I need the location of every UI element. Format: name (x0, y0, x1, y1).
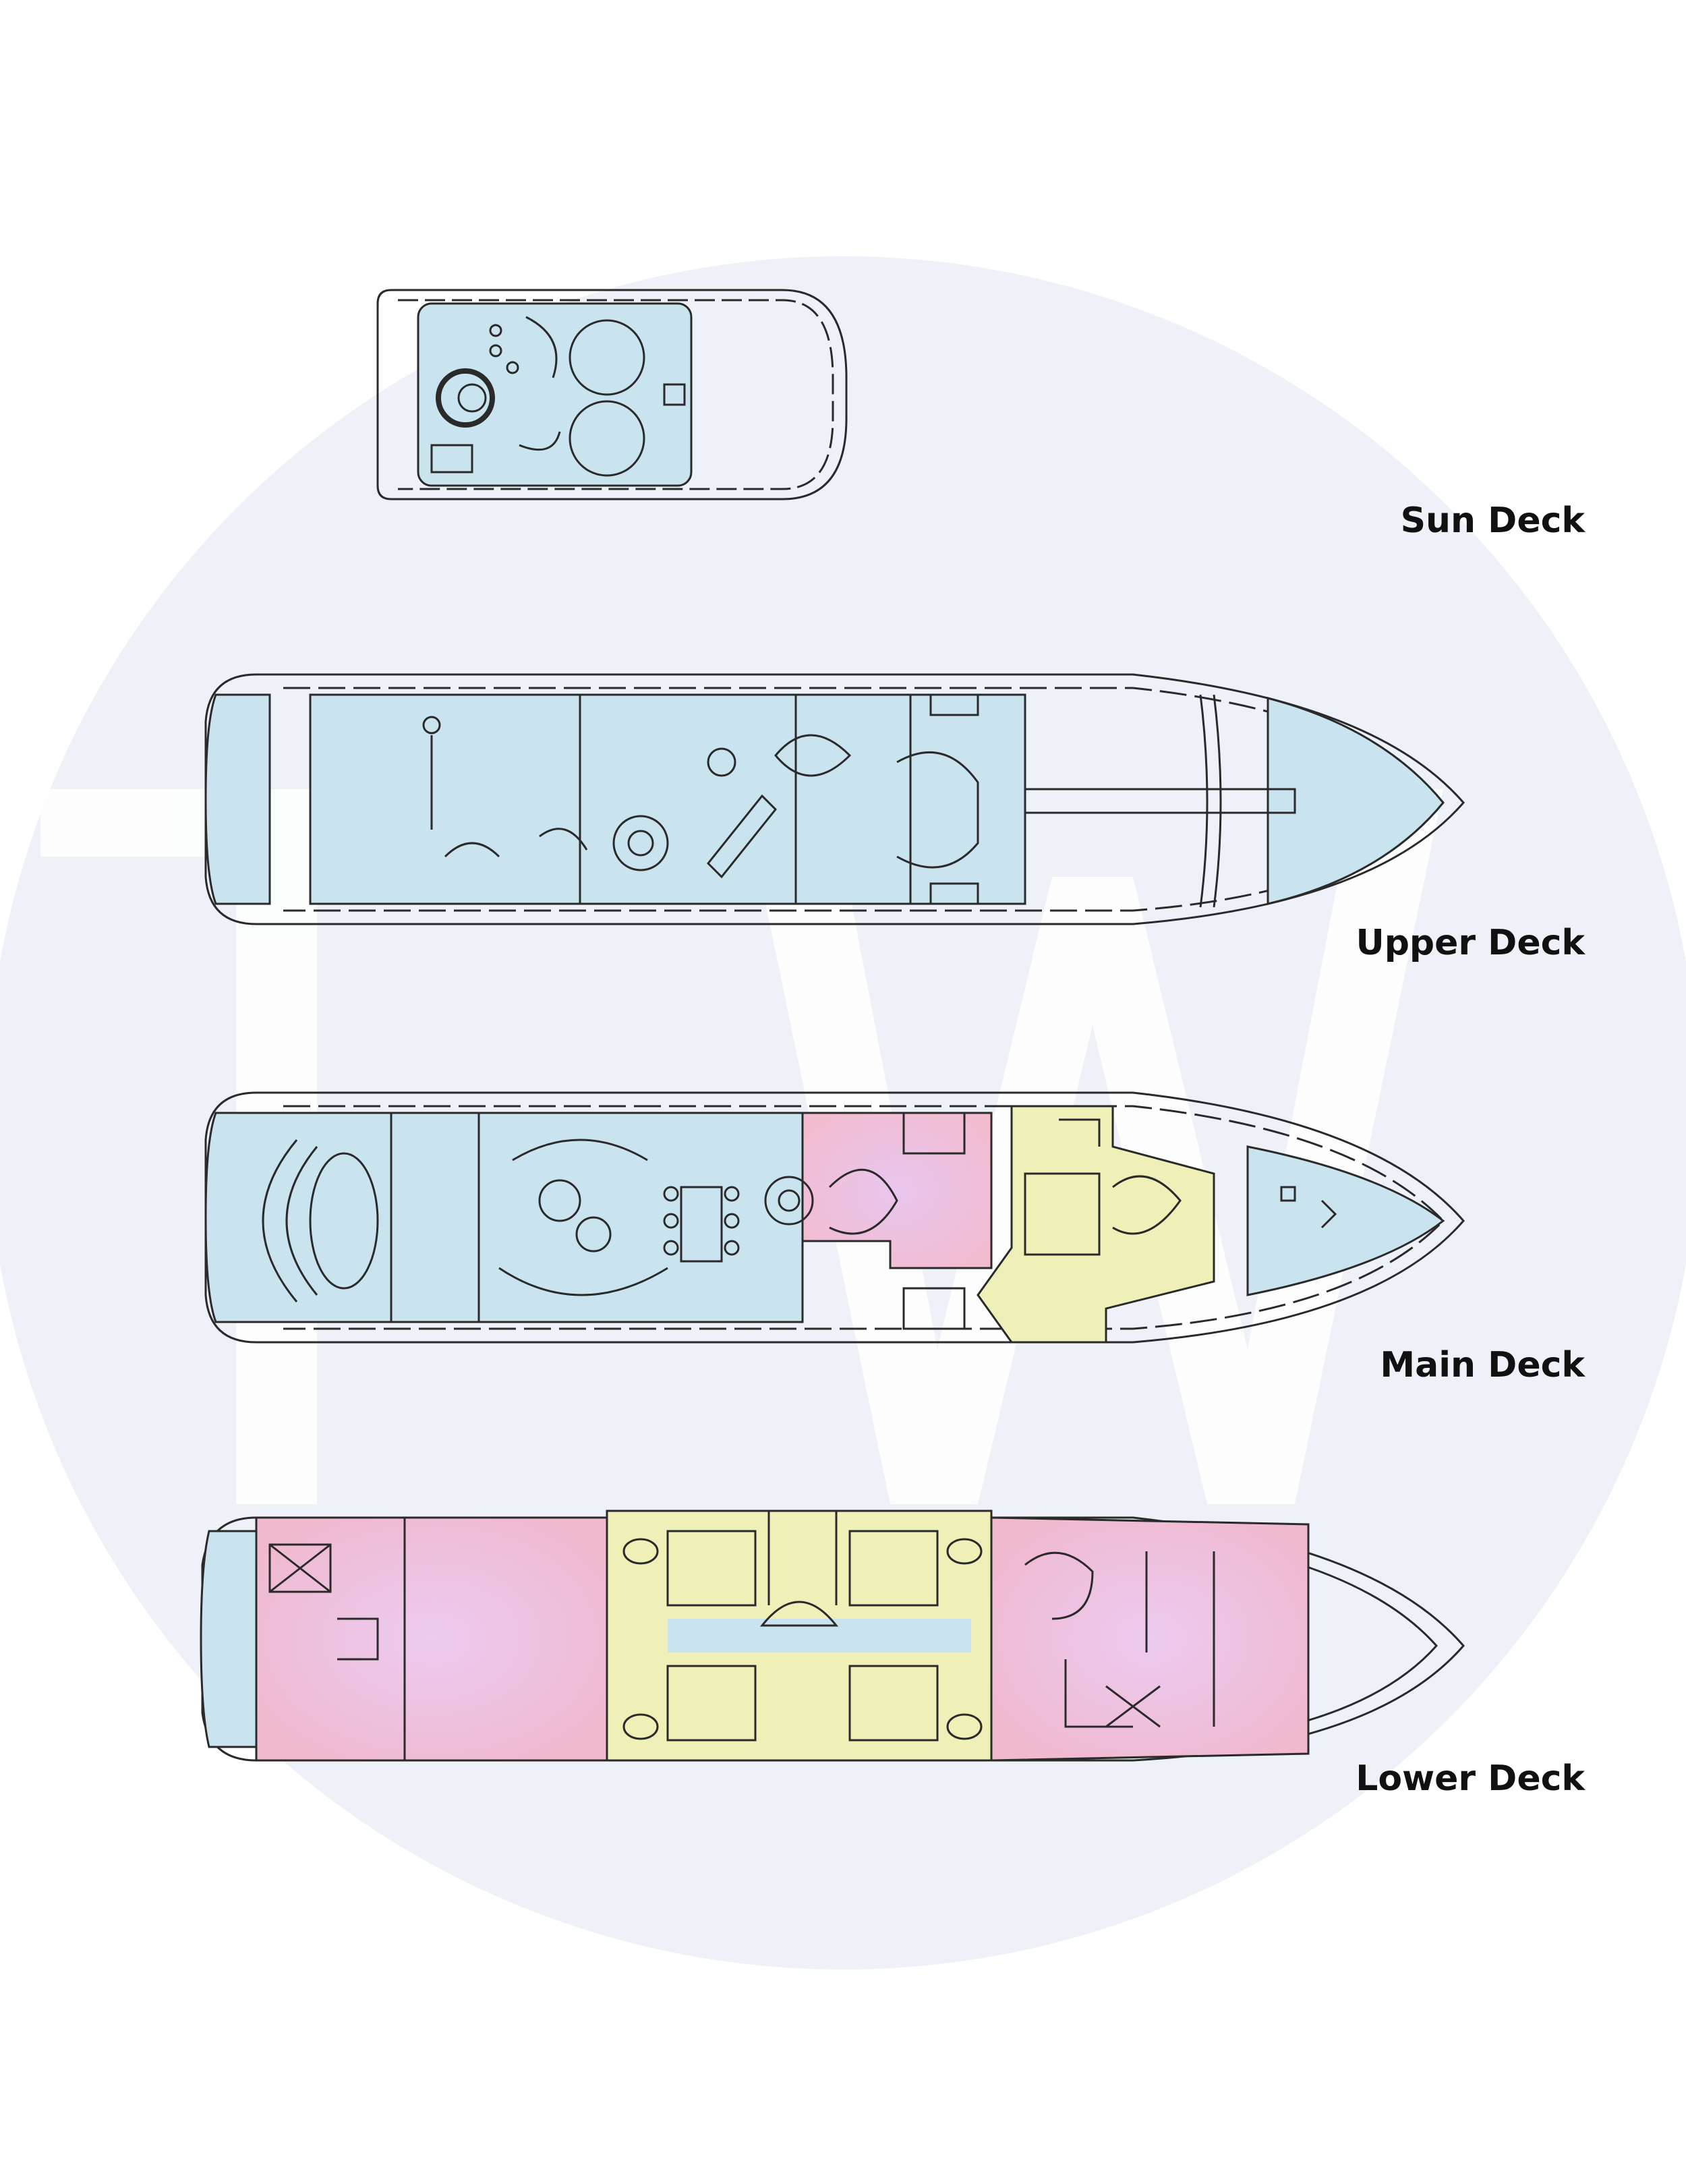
upper-deck-label: Upper Deck (1356, 923, 1585, 963)
main-deck-pink-zone (801, 1112, 993, 1269)
upper-deck-stern-zone (204, 693, 271, 905)
lower-deck-aft-pink-zone (255, 1516, 608, 1762)
main-deck-hull (204, 1091, 1465, 1344)
sun-deck-outline (376, 289, 848, 500)
lower-deck-fwd-pink-zone (990, 1516, 1310, 1762)
sun-deck-plan (376, 289, 848, 500)
main-deck-blue-zone (204, 1112, 804, 1323)
lower-deck-label: Lower Deck (1356, 1758, 1585, 1799)
main-deck-plan (204, 1091, 1465, 1344)
lower-deck-stern-zone (200, 1530, 258, 1748)
upper-deck-blue-zone (309, 693, 1026, 905)
upper-deck-hull (204, 673, 1465, 925)
sun-deck-label: Sun Deck (1400, 500, 1585, 541)
sun-deck-blue-zone (417, 302, 693, 487)
upper-deck-bow-zone (1267, 697, 1445, 905)
main-deck-yellow-zone (977, 1105, 1215, 1344)
upper-deck-plan (204, 673, 1465, 925)
lower-deck-hull (201, 1516, 1465, 1762)
lower-deck-plan (200, 1510, 1465, 1762)
main-deck-bow-zone (1246, 1145, 1445, 1296)
main-deck-label: Main Deck (1380, 1345, 1585, 1385)
